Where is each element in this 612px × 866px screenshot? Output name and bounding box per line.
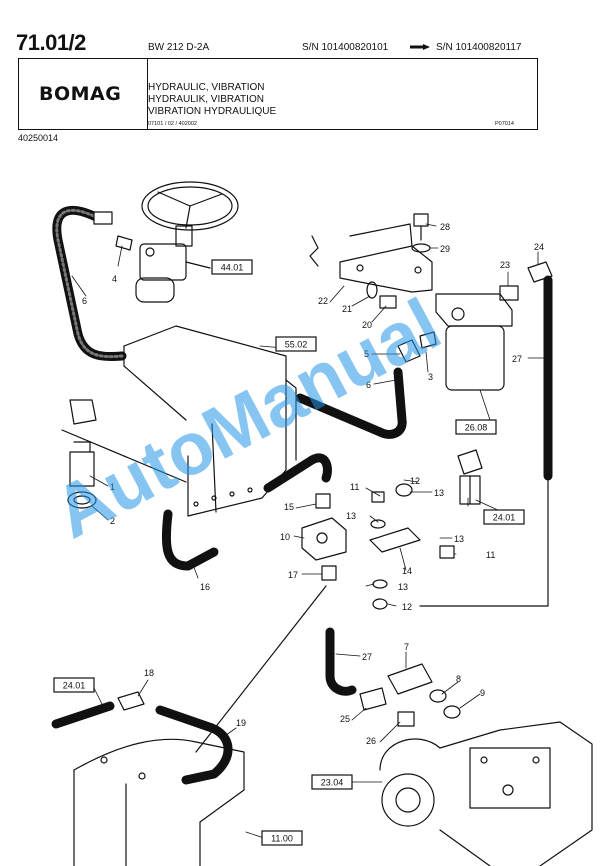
callout-5: 5 <box>364 349 369 359</box>
callout-2: 2 <box>110 516 115 526</box>
svg-text:24.01: 24.01 <box>493 513 516 523</box>
callout-11-bottom: 11 <box>486 550 495 560</box>
callout-27-right: 27 <box>512 354 522 364</box>
callout-24: 24 <box>534 242 544 252</box>
svg-text:55.02: 55.02 <box>285 340 308 350</box>
callout-8: 8 <box>456 674 461 684</box>
valve-block-10 <box>301 493 347 581</box>
doc-code: 07101 / 02 / 402002 <box>148 121 197 127</box>
lower-tank-drawing <box>73 738 245 866</box>
fitting-23 <box>499 285 519 301</box>
callout-22: 22 <box>318 296 328 306</box>
callout-13-a: 13 <box>434 488 444 498</box>
callout-3: 3 <box>428 372 433 382</box>
hydraulic-tank-drawing <box>61 325 297 517</box>
hose-center-6 <box>295 367 407 439</box>
callout-1: 1 <box>110 482 115 492</box>
header-divider <box>147 59 149 129</box>
ref-code: P07014 <box>495 121 514 127</box>
callout-15: 15 <box>284 502 294 512</box>
svg-text:44.01: 44.01 <box>221 263 244 273</box>
svg-text:26.08: 26.08 <box>465 423 488 433</box>
callout-4: 4 <box>112 274 117 284</box>
steering-wheel-drawing <box>141 181 239 247</box>
callout-12-bottom: 12 <box>402 602 412 612</box>
callout-19: 19 <box>236 718 246 728</box>
callout-21: 21 <box>342 304 352 314</box>
ref-box-24-01-right: 24.01 <box>483 509 525 525</box>
fitting-24 <box>527 261 553 283</box>
page-number: 71.01/2 <box>16 30 86 55</box>
callout-13-d: 13 <box>398 582 408 592</box>
callout-26: 26 <box>366 736 376 746</box>
svg-text:24.01: 24.01 <box>63 681 86 691</box>
callout-13-c: 13 <box>454 534 464 544</box>
callout-11-top: 11 <box>350 482 359 492</box>
callout-14: 14 <box>402 566 412 576</box>
washer-21 <box>366 281 378 299</box>
title-german: HYDRAULIK, VIBRATION <box>148 94 264 105</box>
callout-10: 10 <box>280 532 290 542</box>
valve-12 <box>457 449 483 505</box>
callout-28: 28 <box>440 222 450 232</box>
screw-20 <box>379 295 397 309</box>
callout-23: 23 <box>500 260 510 270</box>
ref-box-55-02: 55.02 <box>275 336 317 352</box>
hose-19 <box>155 705 233 785</box>
callout-12-top: 12 <box>410 476 420 486</box>
callout-18: 18 <box>144 668 154 678</box>
bracket-22 <box>339 223 433 293</box>
callout-17: 17 <box>288 570 298 580</box>
fitting-7 <box>387 663 433 695</box>
title-french: VIBRATION HYDRAULIQUE <box>148 106 277 117</box>
steering-unit-drawing <box>135 243 211 303</box>
hose-27-lower <box>325 627 357 696</box>
pump-drawing <box>379 721 593 866</box>
serial-to: S/N 101400820117 <box>436 42 522 53</box>
header-box: BOMAG <box>18 58 538 130</box>
ref-box-44-01: 44.01 <box>211 259 253 275</box>
ref-box-23-04: 23.04 <box>311 774 353 790</box>
svg-text:11.00: 11.00 <box>271 834 293 844</box>
serial-from: S/N 101400820101 <box>302 42 389 53</box>
callout-27-lower: 27 <box>362 652 372 662</box>
callout-6-center: 6 <box>366 380 371 390</box>
bracket-14 <box>369 527 421 553</box>
callout-labels: 1 2 3 4 5 6 6 7 8 9 10 11 11 12 12 13 13… <box>82 222 544 746</box>
callout-20: 20 <box>362 320 372 330</box>
title-english: HYDRAULIC, VIBRATION <box>148 82 265 93</box>
model-label: BW 212 D-2A <box>148 42 210 53</box>
svg-text:23.04: 23.04 <box>321 778 344 788</box>
hose-16 <box>161 509 219 571</box>
arrow-right-icon <box>410 44 430 50</box>
callout-9: 9 <box>480 688 485 698</box>
catalog-number: 40250014 <box>18 133 59 143</box>
brand-logo: BOMAG <box>39 83 122 105</box>
nut-2 <box>67 491 97 509</box>
callout-25: 25 <box>340 714 350 724</box>
callout-16: 16 <box>200 582 210 592</box>
ref-box-26-08: 26.08 <box>455 419 497 435</box>
callout-6-left: 6 <box>82 296 87 306</box>
ref-box-11-00: 11.00 <box>261 830 303 846</box>
filter-assembly-drawing <box>397 293 513 391</box>
callout-29: 29 <box>440 244 450 254</box>
callout-13-b: 13 <box>346 511 356 521</box>
ref-box-24-01-left: 24.01 <box>53 677 95 693</box>
callout-7: 7 <box>404 642 409 652</box>
fitting-1 <box>69 441 95 487</box>
